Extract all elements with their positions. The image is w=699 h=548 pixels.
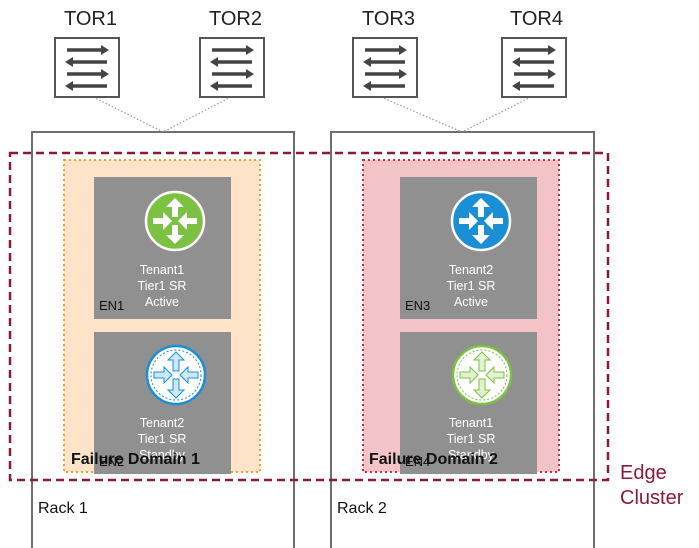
switch-icon-tor3 <box>352 37 418 98</box>
en2-tier: Tier1 SR <box>137 432 187 446</box>
en4-state: Standby <box>448 448 494 462</box>
en4-sr-text: Tenant1 Tier1 SR Standby <box>406 415 536 463</box>
switch-icon-tor2 <box>199 37 265 98</box>
tor-uplinks <box>92 96 532 133</box>
en3-tenant: Tenant2 <box>448 263 494 277</box>
en2-label: EN2 <box>99 454 125 469</box>
en3-sr-text: Tenant2 Tier1 SR Active <box>406 262 536 310</box>
en3-label: EN3 <box>405 298 431 313</box>
router-blue-outline-icon <box>145 344 207 406</box>
en3-state: Active <box>453 295 489 309</box>
tor1-label: TOR1 <box>64 8 117 30</box>
router-blue-solid-icon <box>450 190 512 252</box>
en4-label: EN4 <box>405 454 431 469</box>
failure-domain-2-label: Failure Domain 2 <box>369 451 498 468</box>
tor3-label: TOR3 <box>362 8 415 30</box>
en4-tenant: Tenant1 <box>448 416 494 430</box>
tor2-label: TOR2 <box>209 8 262 30</box>
tor4-label: TOR4 <box>510 8 563 30</box>
en3-tier: Tier1 SR <box>446 279 496 293</box>
en4-tier: Tier1 SR <box>446 432 496 446</box>
edge-cluster-label-line1: Edge <box>620 462 667 484</box>
en1-tier: Tier1 SR <box>137 279 187 293</box>
en1-sr-text: Tenant1 Tier1 SR Active <box>97 262 227 310</box>
edge-cluster-label-line2: Cluster <box>620 487 684 509</box>
rack-1-label: Rack 1 <box>38 500 88 517</box>
rack-2-outline <box>330 131 595 548</box>
failure-domain-1-label: Failure Domain 1 <box>71 451 200 468</box>
switch-icon-tor4 <box>501 37 567 98</box>
en2-state: Standby <box>139 448 185 462</box>
router-green-outline-icon <box>451 344 513 406</box>
switch-icon-tor1 <box>54 37 120 98</box>
edge-cluster-label: Edge Cluster <box>620 461 683 511</box>
rack-2-label: Rack 2 <box>337 500 387 517</box>
en1-label: EN1 <box>99 298 125 313</box>
en1-tenant: Tenant1 <box>139 263 185 277</box>
router-green-solid-icon <box>144 190 206 252</box>
edge-cluster-boundary <box>8 151 610 482</box>
en2-tenant: Tenant2 <box>139 416 185 430</box>
en1-state: Active <box>144 295 180 309</box>
en2-sr-text: Tenant2 Tier1 SR Standby <box>97 415 227 463</box>
